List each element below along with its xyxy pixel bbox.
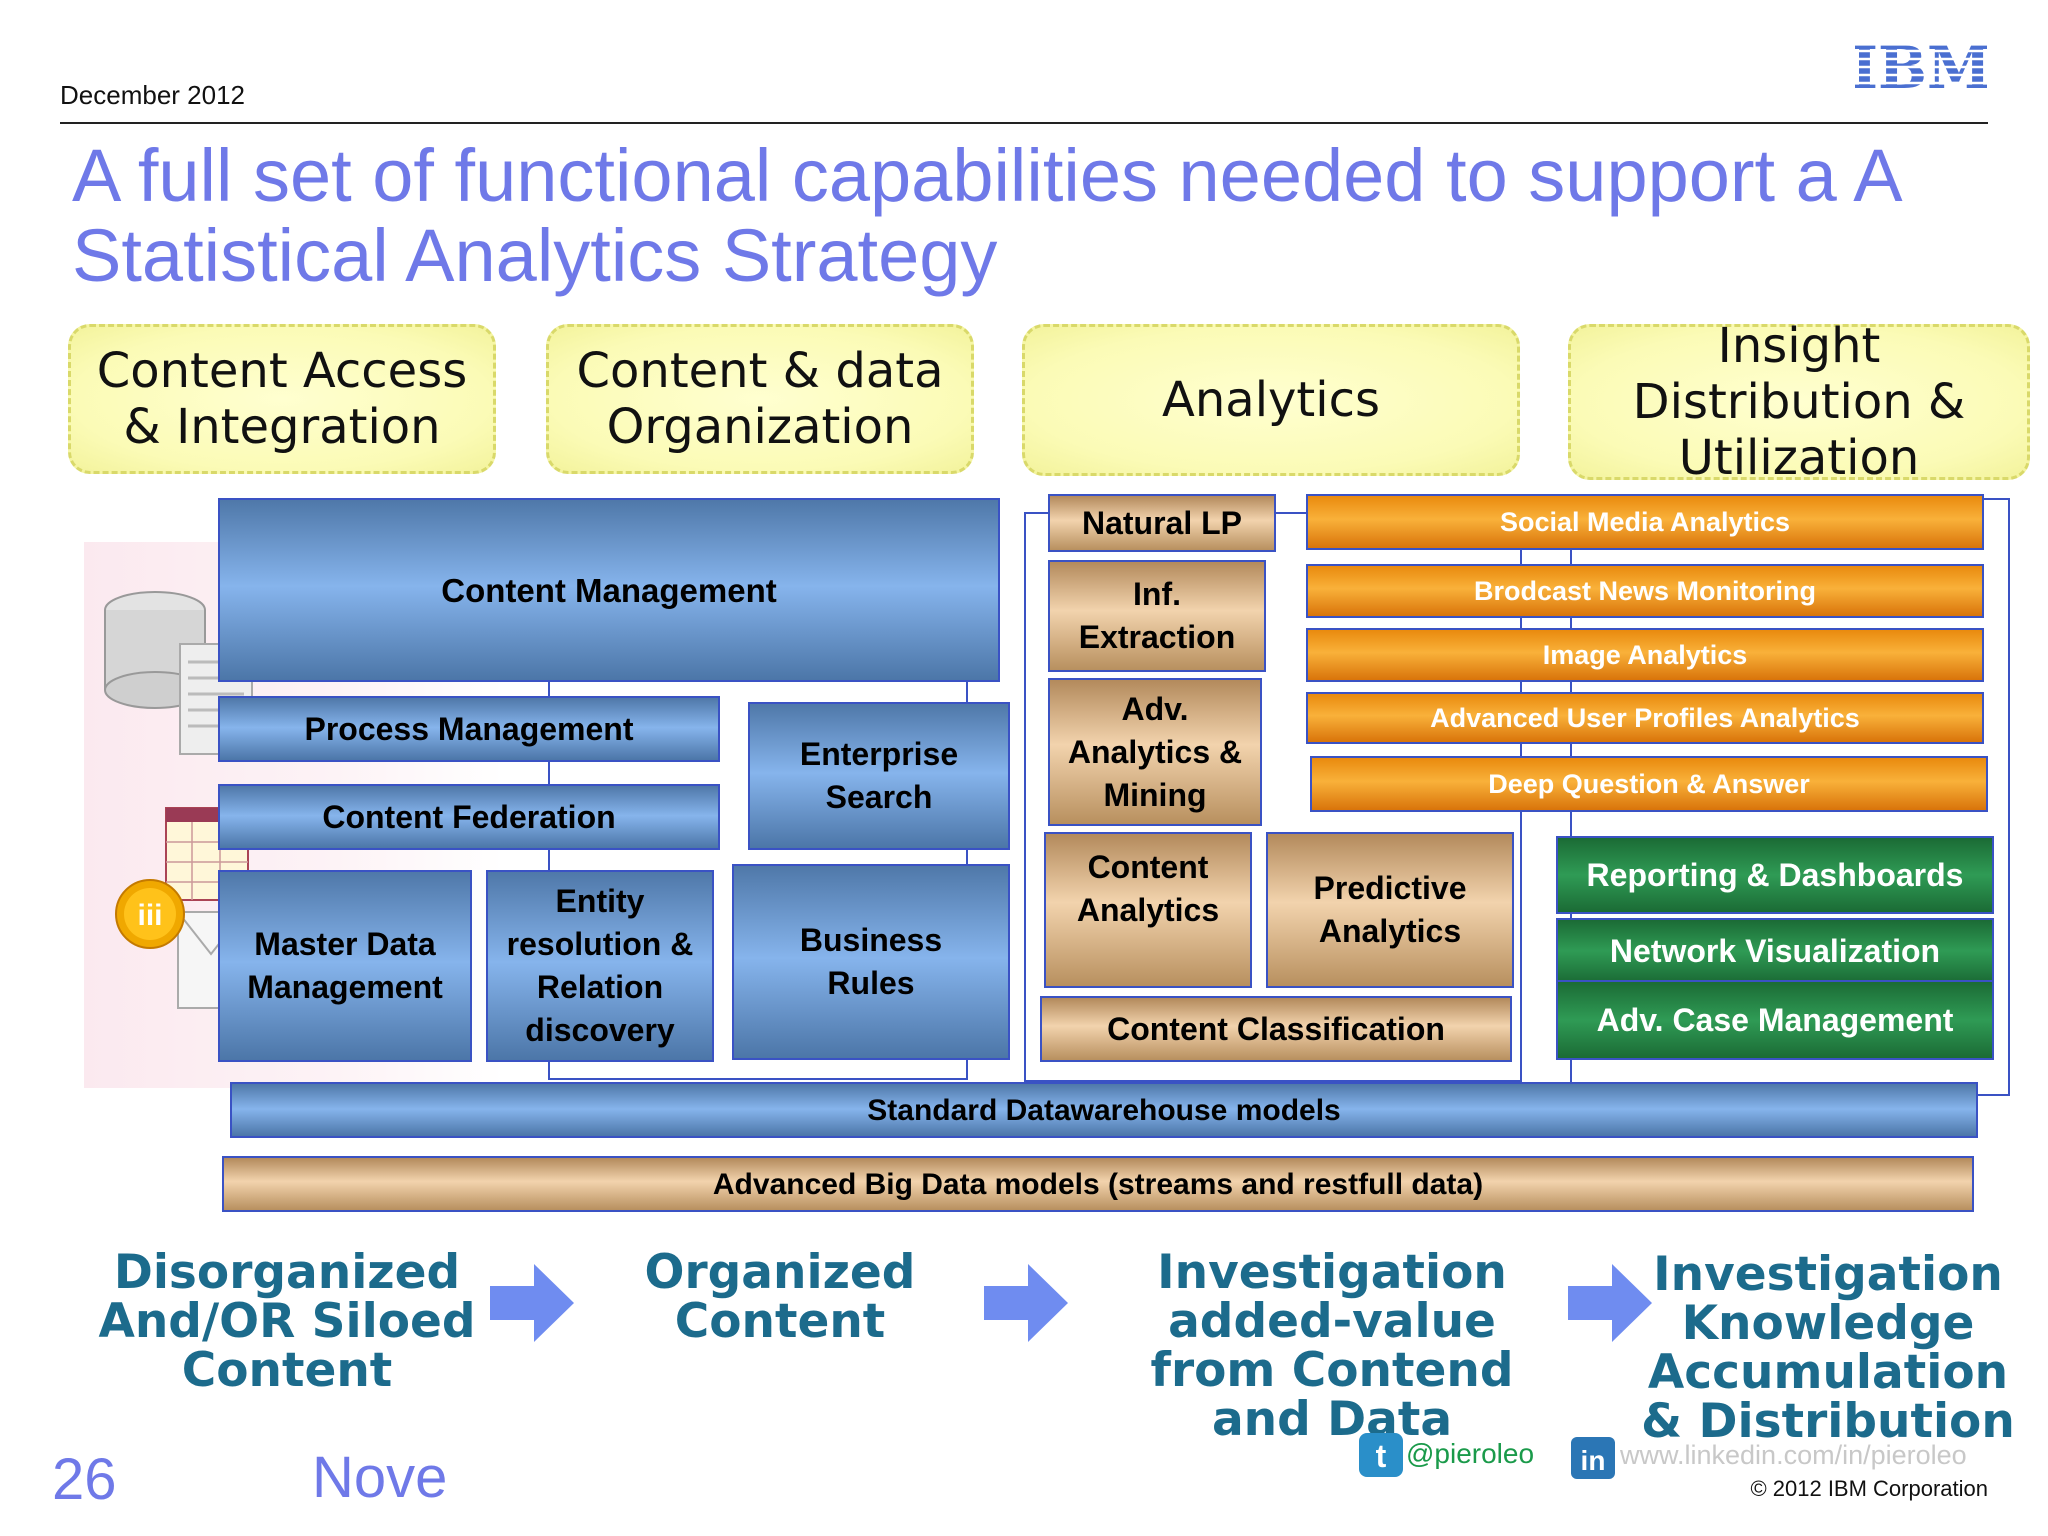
arrow-right-icon <box>984 1264 1068 1342</box>
inf-extraction-block: Inf. Extraction <box>1048 560 1266 672</box>
twitter-handle[interactable]: @pieroleo <box>1406 1438 1535 1469</box>
entity-resolution-block: Entity resolution & Relation discovery <box>486 870 714 1062</box>
image-analytics-block: Image Analytics <box>1306 628 1984 682</box>
content-federation-block: Content Federation <box>218 784 720 850</box>
svg-text:iii: iii <box>137 899 162 932</box>
page-number: 26 <box>52 1447 117 1512</box>
enterprise-search-block: Enterprise Search <box>748 702 1010 850</box>
stage-investigation-knowledge: Investigation Knowledge Accumulation & D… <box>1641 1247 2015 1449</box>
stage-investigation-added-value: Investigation added-value from Contend a… <box>1150 1245 1514 1447</box>
network-visualization-block: Network Visualization <box>1556 918 1994 984</box>
adv-analytics-mining-block: Adv. Analytics & Mining <box>1048 678 1262 826</box>
process-management-block: Process Management <box>218 696 720 762</box>
date-label: December 2012 <box>60 80 245 110</box>
arrow-right-icon <box>1568 1264 1652 1342</box>
master-data-management-block: Master Data Management <box>218 870 472 1062</box>
slide-date-fragment: Nove <box>312 1445 448 1510</box>
arrow-right-icon <box>490 1264 574 1342</box>
svg-text:t: t <box>1376 1438 1387 1474</box>
business-rules-block: Business Rules <box>732 864 1010 1060</box>
big-data-models-bar: Advanced Big Data models (streams and re… <box>222 1156 1974 1212</box>
standard-datawarehouse-bar: Standard Datawarehouse models <box>230 1082 1978 1138</box>
category-insight-distribution: Insight Distribution & Utilization <box>1568 318 2030 486</box>
copyright-notice: © 2012 IBM Corporation <box>1750 1476 1988 1501</box>
stage-disorganized-content: Disorganized And/OR Siloed Content <box>98 1245 476 1398</box>
content-analytics-block: Content Analytics <box>1044 832 1252 988</box>
linkedin-url[interactable]: www.linkedin.com/in/pieroleo <box>1620 1440 1967 1470</box>
content-classification-block: Content Classification <box>1040 996 1512 1062</box>
category-analytics: Analytics <box>1022 324 1520 476</box>
page-title: A full set of functional capabilities ne… <box>72 134 1899 297</box>
predictive-analytics-block: Predictive Analytics <box>1266 832 1514 988</box>
header-divider <box>60 122 1988 124</box>
adv-case-management-block: Adv. Case Management <box>1556 980 1994 1060</box>
natural-lp-block: Natural LP <box>1048 494 1276 552</box>
twitter-icon: t <box>1359 1433 1403 1477</box>
stage-organized-content: Organized Content <box>644 1245 916 1349</box>
broadcast-news-monitoring-block: Brodcast News Monitoring <box>1306 564 1984 618</box>
category-content-data-organization: Content & data Organization <box>546 324 974 474</box>
deep-question-answer-block: Deep Question & Answer <box>1310 756 1988 812</box>
advanced-user-profiles-block: Advanced User Profiles Analytics <box>1306 692 1984 744</box>
app-badge-icon: iii <box>115 879 185 949</box>
linkedin-icon: in <box>1571 1437 1615 1479</box>
social-media-analytics-block: Social Media Analytics <box>1306 494 1984 550</box>
svg-text:in: in <box>1581 1445 1606 1476</box>
reporting-dashboards-block: Reporting & Dashboards <box>1556 836 1994 914</box>
content-management-block: Content Management <box>218 498 1000 682</box>
category-content-access: Content Access & Integration <box>68 324 496 474</box>
ibm-logo: IBM <box>1855 40 1987 96</box>
